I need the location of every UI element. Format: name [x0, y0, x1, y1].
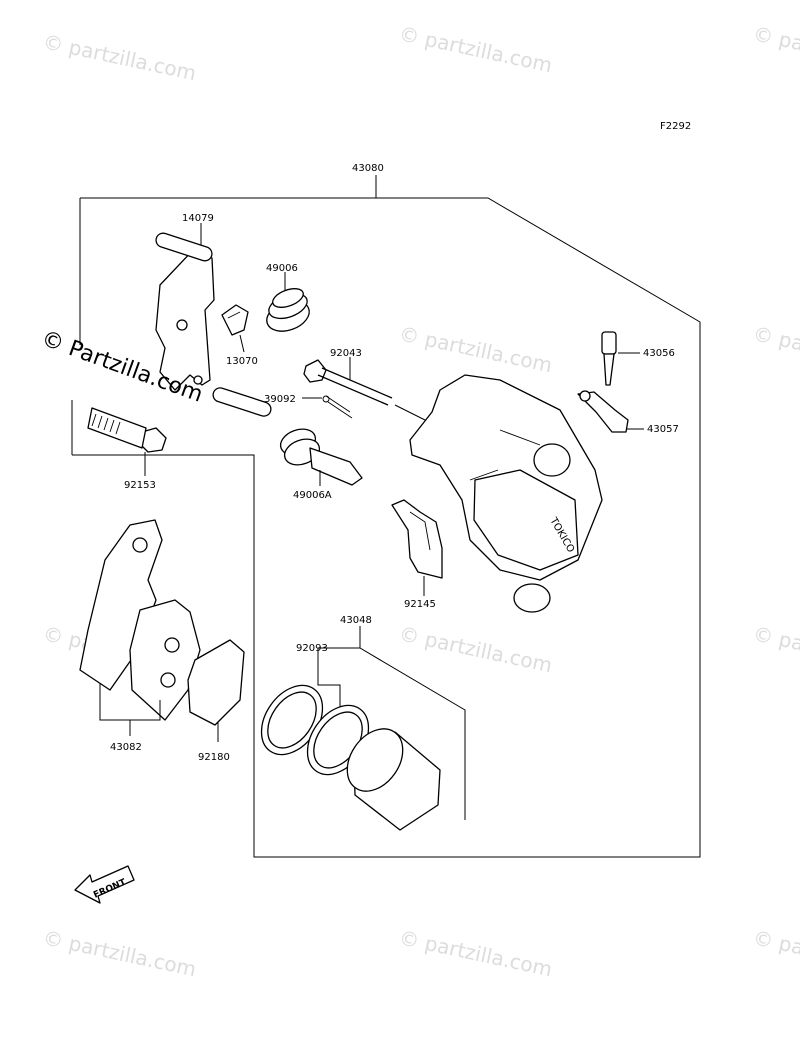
spring-clip [221, 304, 249, 336]
callout-13070: 13070 [226, 356, 258, 367]
watermark-faint: © partzilla.com [751, 321, 800, 377]
bleeder-valve [601, 331, 617, 386]
callout-92180: 92180 [198, 752, 230, 763]
front-arrow: FRONT [74, 865, 135, 904]
callout-92153: 92153 [124, 480, 156, 491]
watermark-faint: © partzilla.com [397, 925, 554, 981]
callout-43056: 43056 [643, 348, 675, 359]
boot-pin [279, 428, 363, 486]
caliper-body: TOKICO [409, 374, 603, 613]
seal-bracket [317, 665, 341, 720]
brake-pads [79, 519, 201, 721]
watermark-faint: © partzilla.com [41, 29, 198, 85]
callout-43080: 43080 [352, 163, 384, 174]
caliper-holder [155, 232, 272, 417]
watermark-faint: © partzilla.com [397, 321, 554, 377]
watermark-grid: © partzilla.com © partzilla.com © partzi… [41, 21, 800, 981]
watermark-faint: © partzilla.com [397, 21, 554, 77]
callout-43082: 43082 [110, 742, 142, 753]
callout-49006A: 49006A [293, 490, 332, 501]
watermark-faint: © partzilla.com [751, 925, 800, 981]
callout-39092: 39092 [264, 394, 296, 405]
callout-49006: 49006 [266, 263, 298, 274]
piston [346, 728, 441, 831]
watermark-faint: © partzilla.com [751, 621, 800, 677]
boot-small [266, 288, 310, 332]
callout-43048: 43048 [340, 615, 372, 626]
slide-pin [303, 359, 393, 406]
cotter-pin [322, 395, 353, 419]
figure-code: F2292 [660, 121, 691, 132]
pad-spring [391, 499, 443, 579]
assembly-outline [71, 175, 701, 858]
pad-shim [187, 639, 245, 726]
bolt [87, 407, 167, 453]
watermark-faint: © partzilla.com [397, 621, 554, 677]
callout-43057: 43057 [647, 424, 679, 435]
bleeder-cap [577, 390, 629, 433]
watermark-faint: © partzilla.com [751, 21, 800, 77]
piston-kit-bracket [317, 626, 466, 820]
callout-92043: 92043 [330, 348, 362, 359]
watermark-faint: © partzilla.com [41, 925, 198, 981]
callout-92145: 92145 [404, 599, 436, 610]
callout-92093: 92093 [296, 643, 328, 654]
callout-14079: 14079 [182, 213, 214, 224]
